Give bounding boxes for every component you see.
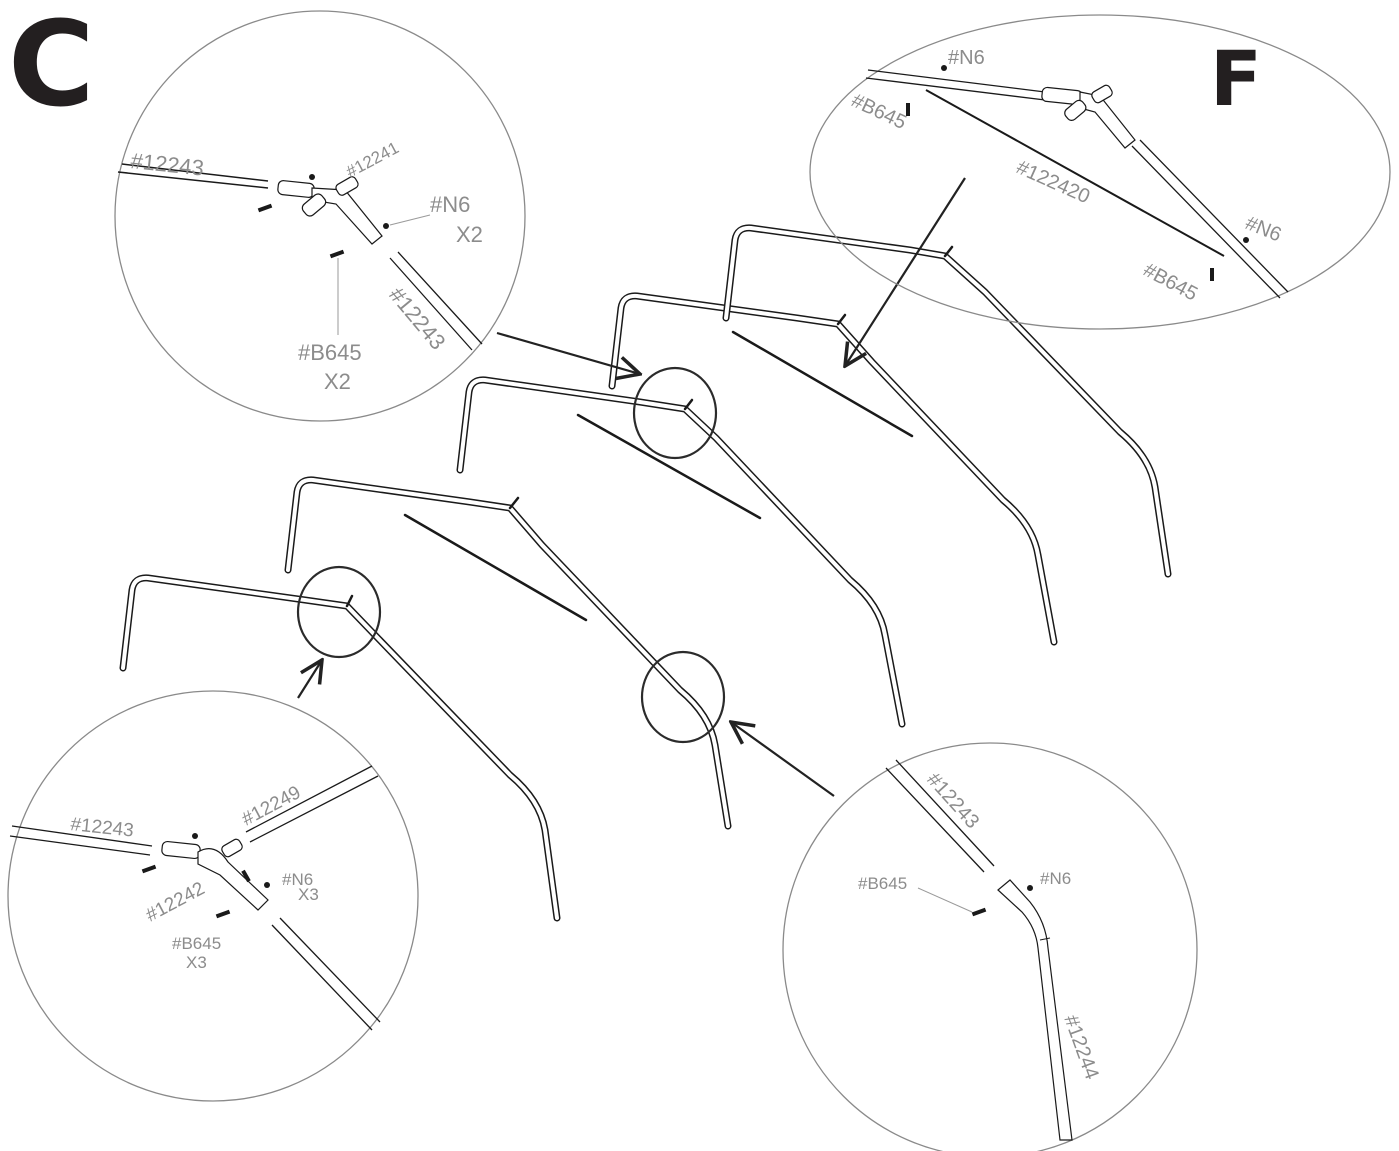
detail-circle-top-left: [114, 10, 526, 422]
label-12243-d: #12243: [922, 769, 983, 833]
detail-ellipse-top-right: [809, 14, 1391, 330]
label-x3-b: X3: [186, 953, 207, 972]
label-b645-c: #B645: [172, 934, 221, 953]
label-122420: #122420: [1013, 156, 1093, 208]
arrow-bottom-right-detail: [731, 722, 835, 797]
arch-1: [119, 574, 561, 922]
brace-1: [403, 513, 588, 622]
arch-3: [456, 376, 906, 728]
label-n6-a: #N6: [430, 192, 470, 217]
label-n6-c: #N6: [282, 870, 313, 889]
label-12243-c: #12243: [69, 814, 134, 842]
label-x2-a: X2: [456, 222, 483, 247]
detail-circle-bottom-right: [782, 742, 1198, 1151]
label-x2-b: X2: [324, 369, 351, 394]
callout-circle-left: [296, 565, 382, 659]
step-letter-f: F: [1210, 34, 1262, 123]
frame-arches: [119, 224, 1172, 922]
callout-circle-bottom: [640, 650, 726, 744]
detail-circle-bottom-left: [7, 690, 419, 1102]
label-12241: #12241: [343, 138, 402, 181]
step-letter-c: C: [8, 0, 95, 133]
label-n6-f1: #N6: [948, 47, 985, 69]
arch-2: [284, 476, 732, 830]
label-x3-a: X3: [298, 885, 319, 904]
label-12243-b: #12243: [384, 282, 450, 354]
arrow-f-detail: [845, 177, 966, 366]
label-b645-f2: #B645: [1140, 259, 1201, 306]
arch-5: [722, 224, 1172, 578]
label-12242: #12242: [142, 878, 208, 926]
label-12243-a: #12243: [129, 148, 205, 181]
label-b645-a: #B645: [298, 340, 362, 365]
label-12244: #12244: [1059, 1012, 1103, 1082]
label-b645-d: #B645: [858, 874, 907, 893]
callout-circle-top: [632, 366, 718, 460]
brace-3: [731, 330, 914, 438]
brace-2: [576, 413, 762, 520]
arch-4: [608, 292, 1058, 646]
label-b645-f1: #B645: [848, 90, 910, 134]
arrow-bottom-left-detail: [297, 660, 322, 699]
label-n6-d: #N6: [1040, 869, 1071, 888]
arrow-c-detail: [496, 331, 640, 374]
